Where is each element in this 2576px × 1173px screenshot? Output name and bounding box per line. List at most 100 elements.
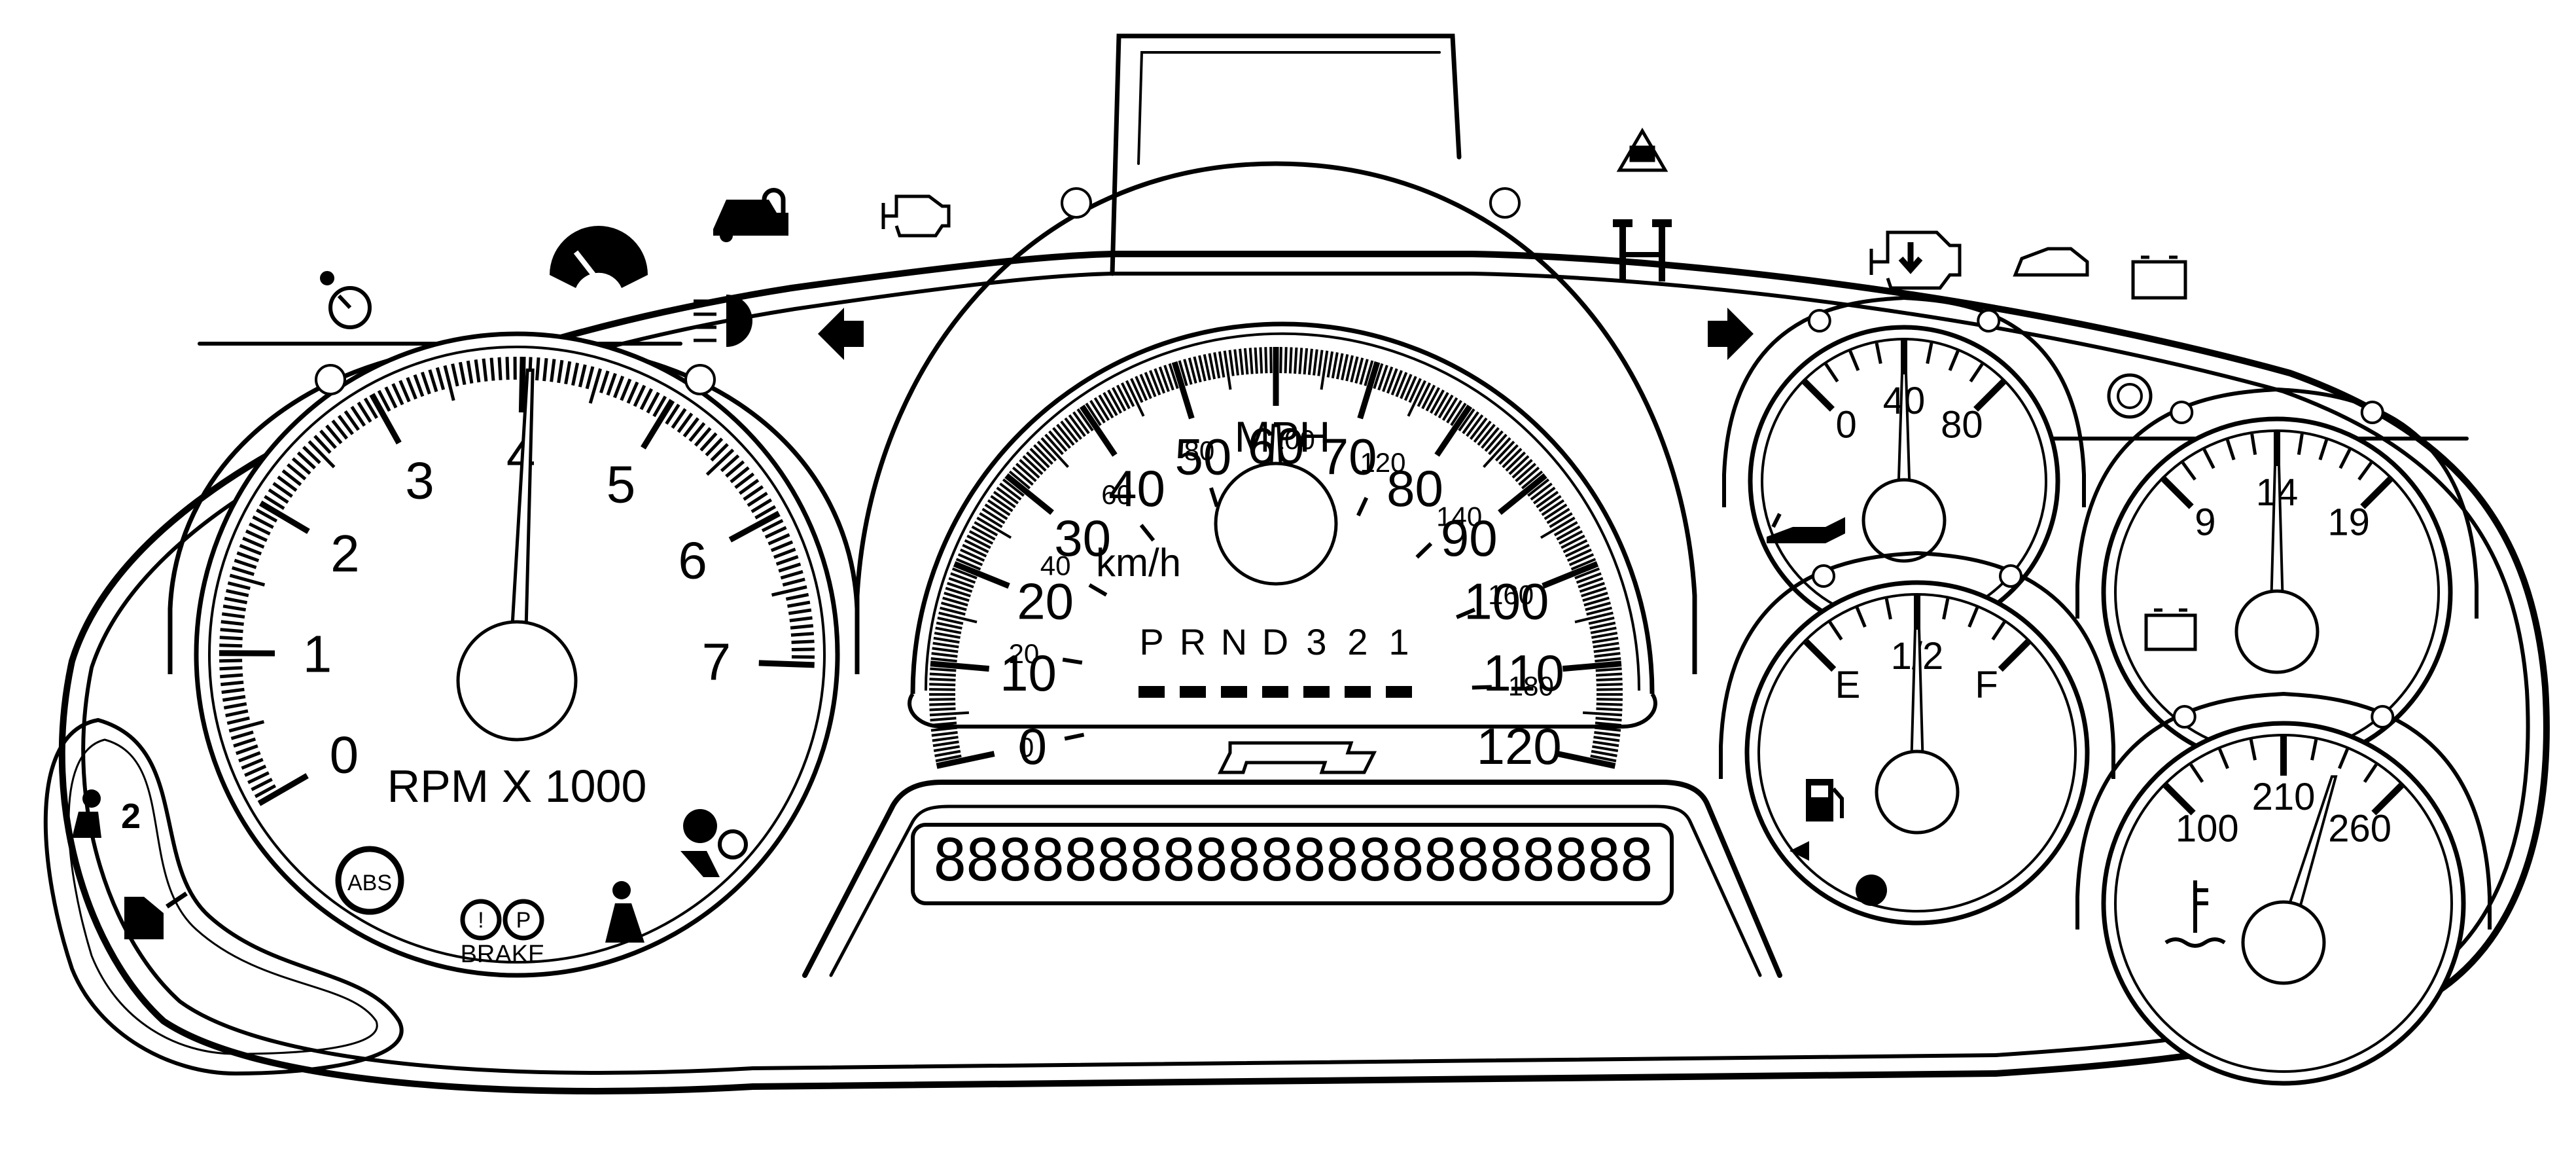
speed-tick <box>930 667 957 672</box>
speed-tick <box>1546 507 1570 524</box>
speed-tick <box>1595 717 1622 722</box>
tach-tick <box>357 401 372 423</box>
tach-tick-label: 5 <box>607 456 636 514</box>
tach-tick <box>466 360 474 384</box>
speed-tick <box>1341 353 1349 380</box>
speed-tick <box>1002 478 1025 497</box>
speed-tick <box>1582 592 1608 602</box>
speed-tick <box>930 721 957 727</box>
volt-gauge-tick-label: 19 <box>2327 501 2370 543</box>
kmh-tick <box>1088 583 1108 597</box>
speed-tick <box>1116 384 1131 410</box>
tach-tick <box>222 604 247 612</box>
speed-tick <box>1052 427 1071 449</box>
speed-tick <box>934 749 961 757</box>
gear-indicator-bar <box>1303 686 1330 698</box>
speed-tick <box>933 636 960 644</box>
tach-tick <box>241 757 264 770</box>
oil-gauge-tick-label: 80 <box>1941 404 1983 446</box>
speed-tick <box>1570 558 1597 571</box>
tach-tick <box>682 417 699 438</box>
speed-tick <box>1590 626 1617 634</box>
speed-tick <box>1364 360 1374 386</box>
speed-tick <box>947 582 973 593</box>
speed-tick <box>1008 470 1031 490</box>
gear-label: D <box>1262 621 1288 662</box>
kmh-tick-label: 80 <box>1184 435 1215 466</box>
speed-tick <box>1178 360 1188 386</box>
tach-tick <box>743 485 764 501</box>
tach-tick <box>272 482 293 498</box>
low-tire-icon <box>2013 247 2089 277</box>
speed-tick <box>1264 347 1268 374</box>
tach-tick <box>221 687 245 695</box>
passenger-seatbelt-icon: 2 <box>72 789 141 838</box>
tach-tick <box>571 363 580 386</box>
tach-tick <box>550 359 556 382</box>
speed-tick <box>1228 350 1235 376</box>
speed-tick <box>929 677 956 682</box>
volt-gauge-tick <box>2357 461 2373 481</box>
tach-tick <box>406 376 417 400</box>
oil-gauge-tick <box>1973 379 2006 412</box>
tach-tick <box>497 357 503 380</box>
speed-tick <box>1446 399 1462 424</box>
speed-tick <box>1581 586 1607 598</box>
speed-tick <box>948 577 974 588</box>
tach-tick <box>257 773 309 806</box>
mounting-screw <box>1807 309 1831 333</box>
tach-tick <box>665 403 680 425</box>
tach-tick <box>230 730 254 740</box>
tach-tick <box>705 437 724 457</box>
speed-tick <box>1595 657 1621 663</box>
tach-tick <box>287 463 307 480</box>
speed-tick <box>1498 444 1519 465</box>
speed-tick <box>1130 378 1144 403</box>
kmh-tick <box>1472 685 1492 690</box>
speed-tick <box>1239 348 1244 375</box>
temp-gauge-tick <box>2163 783 2196 816</box>
tach-tick <box>221 620 244 626</box>
tach-tick <box>369 393 402 445</box>
speed-tick <box>1320 350 1329 390</box>
gear-indicator-bar <box>1180 686 1206 698</box>
kmh-tick-label: 20 <box>1009 638 1040 669</box>
speed-tick <box>976 516 1012 539</box>
oil-gauge-hub <box>1861 478 1947 563</box>
volt-gauge-hub <box>2234 589 2320 674</box>
speed-tick <box>929 711 969 717</box>
volt-gauge-tick <box>2318 439 2329 461</box>
kmh-tick-label: 40 <box>1040 550 1071 581</box>
oil-gauge-tick-label: 0 <box>1835 404 1856 446</box>
speed-tick <box>1029 448 1050 469</box>
fuel-gauge-face-ring <box>1757 593 2077 912</box>
bowtie-logo <box>1217 741 1377 774</box>
tach-tick <box>249 522 271 535</box>
speed-tick <box>1139 374 1152 399</box>
tach-tick <box>221 612 245 619</box>
speed-tick <box>1596 677 1623 682</box>
speed-tick <box>1093 397 1110 422</box>
speed-tick <box>938 611 978 624</box>
speed-tick <box>964 539 989 554</box>
tach-tick <box>738 478 760 496</box>
tach-tick <box>398 380 411 403</box>
mounting-screw <box>315 364 346 395</box>
speed-tick <box>1163 365 1174 391</box>
speed-tick <box>1574 611 1614 624</box>
tach-tick <box>264 495 285 511</box>
gear-indicator-bar <box>1386 686 1412 698</box>
tach-tick <box>229 573 266 586</box>
kmh-tick <box>1209 487 1219 507</box>
speed-tick <box>981 507 1006 524</box>
tach-tick <box>588 368 602 404</box>
speed-hub <box>1214 461 1338 586</box>
tach-tick <box>281 469 302 486</box>
tach-tick <box>251 778 273 791</box>
speed-tick <box>1012 466 1034 486</box>
tach-tick <box>254 784 277 799</box>
tach-tick <box>639 388 653 410</box>
gear-label: 3 <box>1306 621 1326 662</box>
kmh-ticks <box>1062 478 1492 741</box>
